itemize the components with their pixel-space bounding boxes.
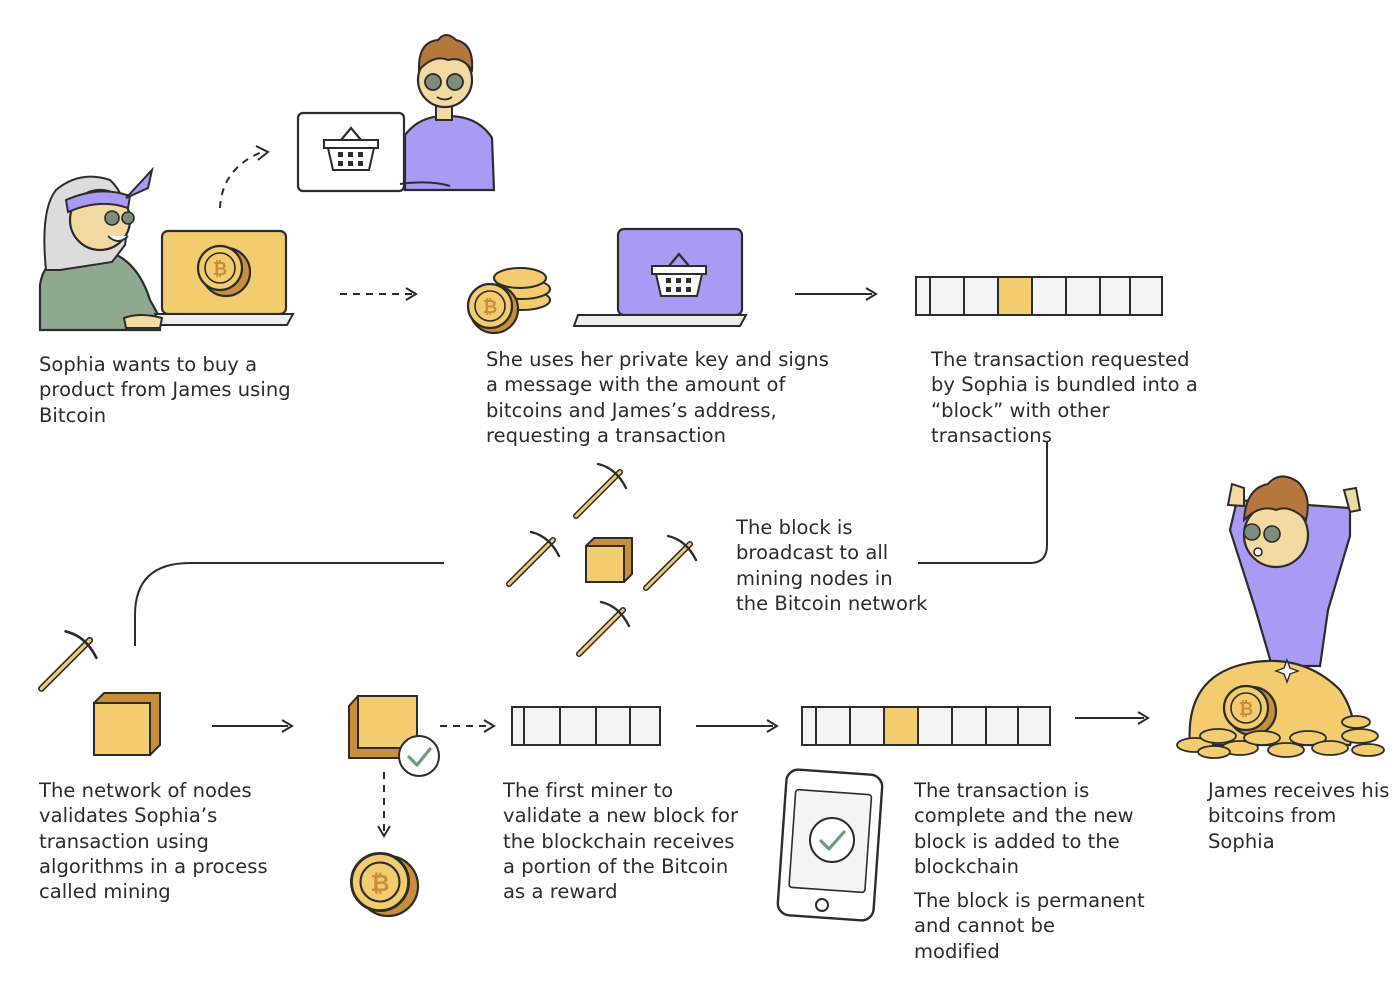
caption-line: complete and the new <box>914 804 1134 828</box>
reward-coin-icon <box>349 851 420 918</box>
caption-step-6: The first miner to validate a new block … <box>503 778 738 904</box>
caption-line: transaction using <box>39 829 209 853</box>
block-chain-top <box>915 276 1163 316</box>
caption-step-1: Sophia wants to buy a product from James… <box>39 352 291 428</box>
caption-line: Bitcoin <box>39 403 107 427</box>
connector-3-to-4 <box>918 442 1048 564</box>
arrow-sophia-to-james <box>219 151 263 209</box>
block-chain-mid <box>511 706 661 746</box>
james-reward-illustration <box>1176 475 1385 759</box>
coin-stack-icon <box>466 267 551 335</box>
caption-line: a portion of the Bitcoin <box>503 854 729 878</box>
caption-line: James receives his <box>1208 779 1390 802</box>
sophia-illustration <box>38 166 295 332</box>
caption-line: bitcoins from <box>1208 804 1337 828</box>
caption-line: The transaction is <box>914 779 1090 802</box>
caption-line: modified <box>914 939 1000 963</box>
caption-line: and cannot be <box>914 914 1056 938</box>
block-cube-icon <box>93 692 161 756</box>
caption-line: mining nodes in <box>736 566 893 590</box>
caption-line: called mining <box>39 880 171 904</box>
caption-line: transactions <box>931 423 1052 447</box>
caption-step-5: The network of nodes validates Sophia’s … <box>39 778 268 904</box>
caption-line: blockchain <box>914 854 1020 878</box>
pickaxe-icon <box>579 602 629 654</box>
block-cube-icon <box>585 537 633 583</box>
caption-line: The block is permanent <box>914 889 1145 912</box>
caption-step-2: She uses her private key and signs a mes… <box>486 347 829 448</box>
purple-laptop-illustration <box>572 227 748 327</box>
caption-line: as a reward <box>503 880 618 904</box>
caption-line: Sophia wants to buy a <box>39 353 258 376</box>
caption-step-7: The transaction is complete and the new … <box>914 778 1134 879</box>
caption-step-8: James receives his bitcoins from Sophia <box>1208 778 1390 854</box>
caption-line: bitcoins and James’s address, <box>486 398 777 422</box>
caption-line: a message with the amount of <box>486 373 786 397</box>
bitcoin-coin-icon <box>196 244 252 298</box>
caption-step-4: The block is broadcast to all mining nod… <box>736 515 927 616</box>
caption-line: validate a new block for <box>503 804 739 828</box>
caption-line: validates Sophia’s <box>39 804 218 828</box>
caption-line: The transaction requested <box>931 348 1190 371</box>
caption-line: The first miner to <box>503 779 674 802</box>
pickaxe-icon <box>41 631 96 688</box>
validated-block-icon <box>348 695 440 777</box>
flow-arrows <box>134 145 1150 838</box>
caption-step-7-note: The block is permanent and cannot be mod… <box>914 888 1145 964</box>
caption-line: product from James using <box>39 378 291 402</box>
check-icon <box>398 735 440 777</box>
mining-node-icon <box>41 631 161 756</box>
caption-line: Sophia <box>1208 829 1275 853</box>
caption-line: block is added to the <box>914 829 1120 853</box>
caption-line: the blockchain receives <box>503 829 735 853</box>
connector-4-to-5 <box>134 562 444 646</box>
caption-line: broadcast to all <box>736 541 889 565</box>
phone-illustration <box>776 768 884 922</box>
block-chain-final <box>801 706 1051 746</box>
caption-line: The block is <box>736 516 853 539</box>
caption-line: requesting a transaction <box>486 423 726 447</box>
check-icon <box>809 817 855 863</box>
pickaxe-icon <box>576 464 626 516</box>
caption-line: “block” with other <box>931 398 1110 422</box>
caption-line: She uses her private key and signs <box>486 348 829 371</box>
mining-cluster <box>509 464 696 654</box>
caption-step-3: The transaction requested by Sophia is b… <box>931 347 1198 448</box>
james-shop-illustration <box>296 34 496 193</box>
pickaxe-icon <box>646 536 696 588</box>
basket-icon <box>323 126 379 171</box>
basket-icon <box>651 252 707 297</box>
caption-line: the Bitcoin network <box>736 591 928 615</box>
caption-line: The network of nodes <box>39 779 252 802</box>
caption-line: by Sophia is bundled into a <box>931 373 1198 397</box>
pickaxe-icon <box>509 532 559 584</box>
caption-line: algorithms in a process <box>39 854 268 878</box>
